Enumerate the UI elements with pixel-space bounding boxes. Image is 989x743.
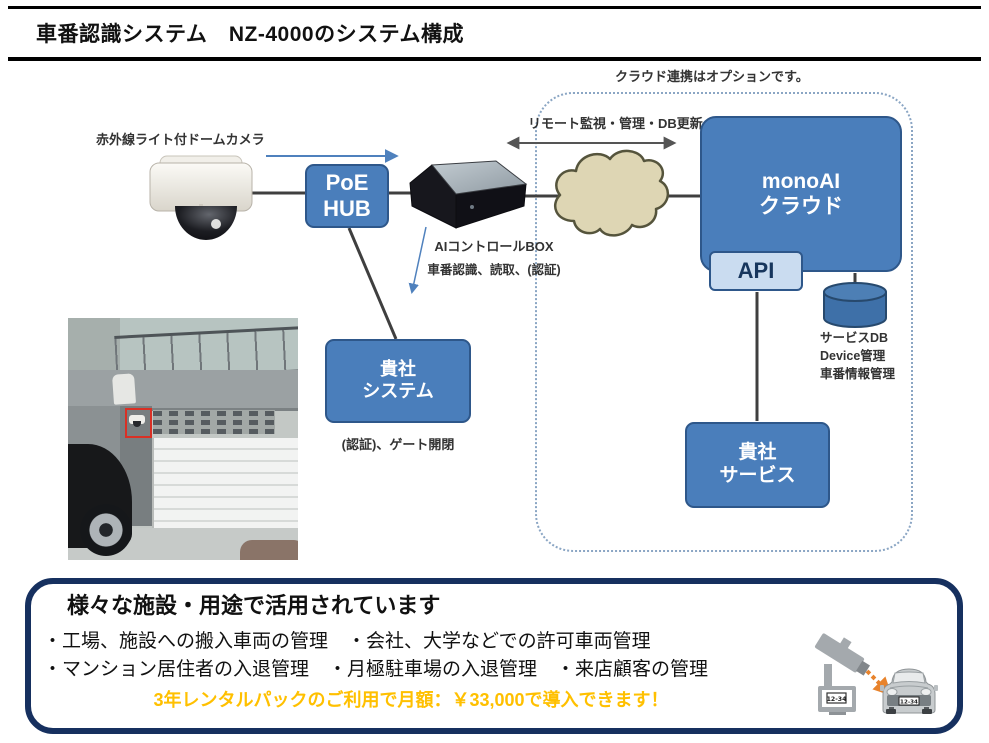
- garage-photo: [68, 318, 298, 560]
- your-system-line2: システム: [362, 381, 434, 401]
- page-title: 車番認識システム NZ-4000のシステム構成: [36, 23, 464, 46]
- camera-label: 赤外線ライト付ドームカメラ: [96, 132, 265, 147]
- top-rule: [8, 6, 981, 9]
- photo-mounted-camera: [129, 415, 145, 424]
- monoai-line1: monoAI: [761, 169, 841, 193]
- your-service-box: 貴社 サービス: [685, 422, 830, 508]
- api-label: API: [737, 258, 775, 283]
- remote-monitoring-label: リモート監視・管理・DB更新: [528, 116, 703, 131]
- dome-camera-icon: [149, 155, 253, 240]
- poe-hub-box: PoE HUB: [305, 164, 389, 228]
- use-cases-line2: ・マンション居住者の入退管理 ・月極駐車場の入退管理 ・来店顧客の管理: [43, 659, 709, 680]
- monoai-cloud-box: monoAI クラウド: [700, 116, 902, 272]
- photo-vent-slats: [153, 410, 275, 434]
- your-system-line1: 貴社: [380, 359, 416, 380]
- use-cases-panel: 様々な施設・用途で活用されています ・工場、施設への搬入車両の管理 ・会社、大学…: [25, 578, 963, 734]
- photo-rocks: [240, 540, 298, 560]
- your-system-box: 貴社 システム: [325, 339, 471, 423]
- your-system-sub-label: (認証)、ゲート開閉: [341, 437, 455, 452]
- ai-control-box-icon: [409, 160, 528, 229]
- monoai-line2: クラウド: [759, 195, 843, 218]
- price-line: 3年レンタルパックのご利用で月額：￥33,000で導入できます！: [153, 690, 669, 710]
- poe-hub-line2: HUB: [323, 196, 371, 221]
- photo-mounted-camera-dome: [133, 421, 141, 427]
- service-db-line3: 車番情報管理: [820, 367, 896, 382]
- photo-balcony-object: [111, 373, 137, 405]
- ai-box-title: AIコントロールBOX: [434, 239, 554, 254]
- your-service-line1: 貴社: [738, 442, 777, 464]
- photo-shutter-door: [152, 438, 298, 530]
- title-underline: [8, 57, 981, 61]
- camera-highlight-box: [125, 408, 152, 438]
- api-box: API: [709, 251, 803, 291]
- ai-box-subtitle: 車番認識、読取、(認証): [427, 263, 561, 277]
- line-hub-to-your-system: [347, 227, 398, 340]
- use-cases-heading: 様々な施設・用途で活用されています: [67, 593, 441, 618]
- service-db-labels: サービスDB Device管理 車番情報管理: [820, 329, 895, 383]
- your-service-line2: サービス: [719, 465, 796, 486]
- photo-car-wheel: [80, 504, 132, 556]
- poe-hub-line1: PoE: [325, 169, 369, 195]
- service-db-line2: Device管理: [820, 349, 886, 364]
- cloud-option-zone: [535, 92, 913, 552]
- photo-upper-wall: [68, 318, 120, 376]
- service-db-line1: サービスDB: [820, 331, 889, 345]
- photo-balcony-slab: [68, 370, 298, 411]
- cloud-option-note: クラウド連携はオプションです。: [615, 69, 809, 84]
- use-cases-line1: ・工場、施設への搬入車両の管理 ・会社、大学などでの許可車両管理: [43, 631, 651, 652]
